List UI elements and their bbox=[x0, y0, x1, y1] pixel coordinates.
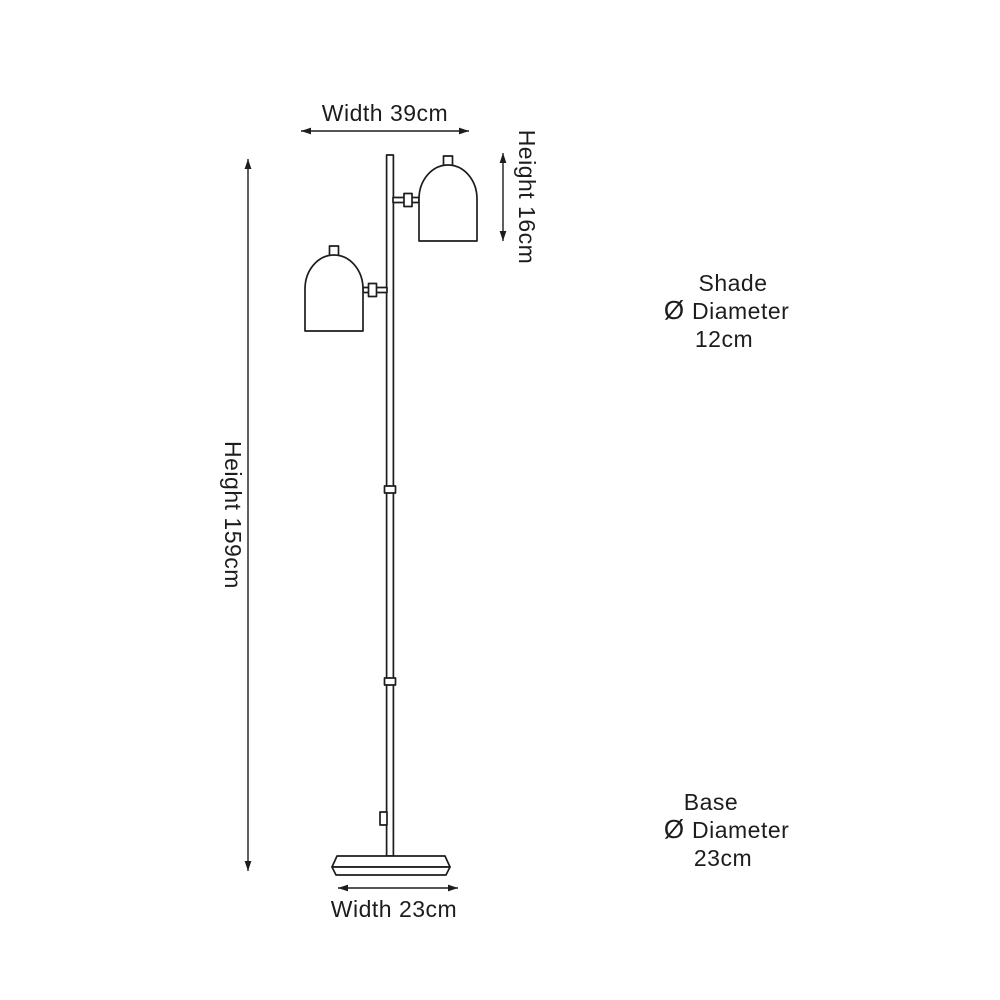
top-width-dimension-label: Width 39cm bbox=[322, 100, 448, 126]
arrowhead-up-icon bbox=[244, 159, 252, 169]
shade-height-dimension-label: Height 16cm bbox=[514, 130, 540, 265]
arrowhead-down-icon bbox=[499, 231, 507, 241]
arrowhead-up-icon bbox=[499, 153, 507, 163]
base-width-dimension: Width 23cm bbox=[331, 884, 458, 922]
total-height-dimension: Height 159cm bbox=[220, 159, 252, 871]
pole-joint-lower bbox=[383, 677, 397, 686]
base-diameter-spec: Base Ø Diameter 23cm bbox=[664, 789, 789, 871]
lamp-pole bbox=[385, 154, 395, 857]
right-shade bbox=[418, 164, 478, 242]
shade-spec-property: Diameter bbox=[692, 298, 789, 324]
pole-joint-upper bbox=[383, 485, 397, 494]
arrowhead-right-icon bbox=[448, 884, 458, 892]
left-shade-arm-joint bbox=[367, 282, 378, 298]
lamp-base-bottom bbox=[331, 866, 451, 876]
floor-lamp-drawing bbox=[304, 154, 478, 876]
base-spec-title: Base bbox=[684, 789, 738, 815]
base-spec-value: 23cm bbox=[694, 845, 752, 871]
arrowhead-left-icon bbox=[338, 884, 348, 892]
total-height-dimension-label: Height 159cm bbox=[220, 441, 246, 589]
diameter-symbol-icon: Ø bbox=[664, 295, 684, 325]
left-shade bbox=[304, 254, 364, 332]
arrowhead-right-icon bbox=[459, 127, 469, 135]
shade-spec-value: 12cm bbox=[695, 326, 753, 352]
base-spec-property: Diameter bbox=[692, 817, 789, 843]
right-shade-arm-joint bbox=[403, 192, 413, 208]
pole-switch bbox=[379, 811, 388, 826]
top-width-dimension: Width 39cm bbox=[301, 100, 469, 135]
shade-height-dimension: Height 16cm bbox=[499, 130, 540, 265]
base-width-dimension-label: Width 23cm bbox=[331, 896, 457, 922]
arrowhead-left-icon bbox=[301, 127, 311, 135]
lamp-base-top bbox=[331, 855, 451, 868]
shade-diameter-spec: Shade Ø Diameter 12cm bbox=[664, 270, 789, 352]
diameter-symbol-icon: Ø bbox=[664, 814, 684, 844]
arrowhead-down-icon bbox=[244, 861, 252, 871]
shade-spec-title: Shade bbox=[698, 270, 767, 296]
